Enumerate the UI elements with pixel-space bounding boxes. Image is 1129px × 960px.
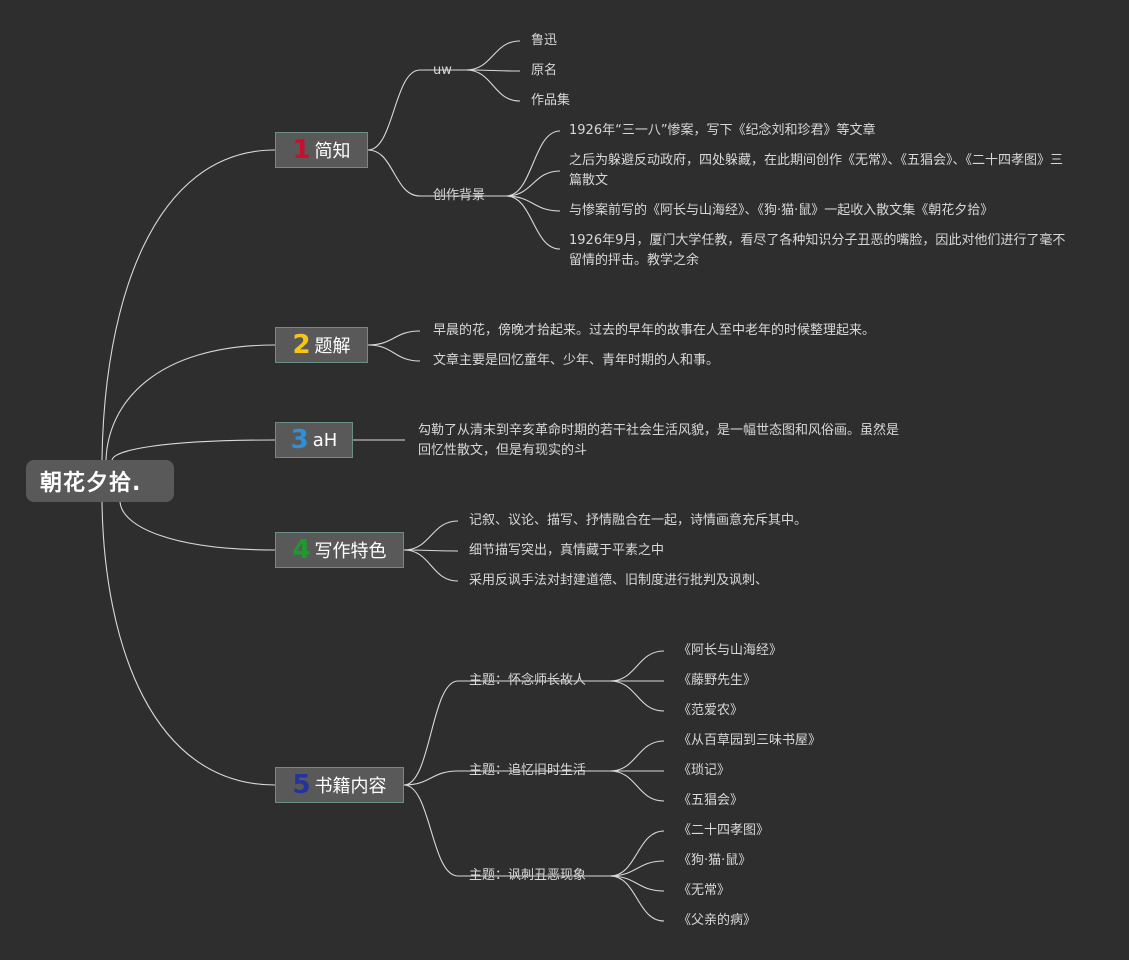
leaf-item[interactable]: 早晨的花，傍晚才拾起来。过去的早年的故事在人至中老年的时候整理起来。 [433,323,876,338]
branch-number: 2 [292,330,311,360]
branch-number: 3 [290,425,309,455]
branch-label: 题解 [314,336,351,357]
root-connector-line [101,149,276,461]
leaf-item[interactable]: 《无常》 [678,883,731,898]
leaf-item[interactable]: 勾勒了从清末到辛亥革命时期的若干社会生活风貌，是一幅世态图和风俗画。虽然是回忆性… [418,423,900,458]
leaf-item[interactable]: 采用反讽手法对封建道德、旧制度进行批判及讽刺、 [469,573,769,588]
leaf-item[interactable]: 《从百草园到三味书屋》 [678,733,822,748]
branch-number: 4 [292,535,311,565]
root-label: 朝花夕拾. [40,471,142,496]
leaf-item[interactable]: 文章主要是回忆童年、少年、青年时期的人和事。 [433,353,720,368]
connector-line [367,344,421,362]
topic-mentors[interactable]: 主题：怀念师长故人 [469,673,587,688]
branch-label: 写作特色 [314,541,387,562]
leaf-item[interactable]: 与惨案前写的《阿长与山海经》、《狗·猫·鼠》一起收入散文集《朝花夕拾》 [569,203,994,218]
leaf-item[interactable]: 作品集 [531,93,571,108]
connector-line [505,130,561,197]
leaf-item[interactable]: 《阿长与山海经》 [678,643,783,658]
connector-line [403,680,459,786]
root-connector-line [111,439,276,461]
leaf-item[interactable]: 鲁迅 [531,33,558,48]
root-connector-line [101,501,276,786]
connector-line [609,740,665,772]
connector-line [505,195,561,212]
leaf-item[interactable]: 《父亲的病》 [678,913,757,928]
leaf-item[interactable]: 《二十四孝图》 [678,823,770,838]
topic-satire[interactable]: 主题：讽刺丑恶现象 [469,868,587,883]
connector-line [367,330,421,346]
branch-node-content[interactable]: 5 书籍内容 [275,767,404,803]
branch-label: aH [312,429,338,451]
root-connector-line [105,344,276,461]
connector-line [465,40,521,71]
connector-line [609,770,665,802]
connector-line [367,149,421,197]
leaf-item[interactable]: 1926年“三一八”惨案，写下《纪念刘和珍君》等文章 [569,123,876,138]
connector-line [505,170,561,197]
leaf-item[interactable]: 细节描写突出，真情藏于平素之中 [469,543,665,558]
connector-line [609,875,665,892]
connector-line [403,784,459,877]
root-connector-line [119,501,276,551]
connector-line [403,770,459,786]
branch-number: 5 [292,770,311,800]
root-node[interactable]: 朝花夕拾. [26,460,174,502]
leaf-item[interactable]: 《藤野先生》 [678,673,757,688]
leaf-item[interactable]: 《狗·猫·鼠》 [678,853,752,868]
connector-line [403,520,459,551]
leaf-item[interactable]: 之后为躲避反动政府，四处躲藏，在此期间创作《无常》、《五猖会》、《二十四孝图》三… [569,153,1064,188]
connector-line [609,830,665,877]
connector-line [609,875,665,922]
branch-node-tijie[interactable]: 2 题解 [275,327,368,363]
branch-number: 1 [292,135,311,165]
connector-line [505,195,561,250]
branch-label: 简知 [314,141,351,162]
leaf-item[interactable]: 《琐记》 [678,763,731,778]
topic-background[interactable]: 创作背景 [433,188,486,203]
connector-line [403,549,459,582]
branch-node-writing[interactable]: 4 写作特色 [275,532,404,568]
branch-label: 书籍内容 [314,776,387,797]
connector-line [465,69,521,102]
leaf-item[interactable]: 1926年9月，厦门大学任教，看尽了各种知识分子丑恶的嘴脸，因此对他们进行了毫不… [569,233,1066,268]
topic-uw[interactable]: uw [433,63,452,78]
leaf-item[interactable]: 记叙、议论、描写、抒情融合在一起，诗情画意充斥其中。 [469,513,808,528]
connector-line [367,69,421,151]
leaf-item[interactable]: 《五猖会》 [678,793,744,808]
leaf-item[interactable]: 《范爱农》 [678,703,744,718]
connector-line [609,650,665,682]
branch-node-ah[interactable]: 3 aH [275,422,353,458]
connector-line [609,680,665,712]
leaf-item[interactable]: 原名 [531,63,558,78]
connector-line [609,860,665,877]
branch-node-jianzhi[interactable]: 1 简知 [275,132,368,168]
topic-memories[interactable]: 主题：追忆旧时生活 [469,763,587,778]
